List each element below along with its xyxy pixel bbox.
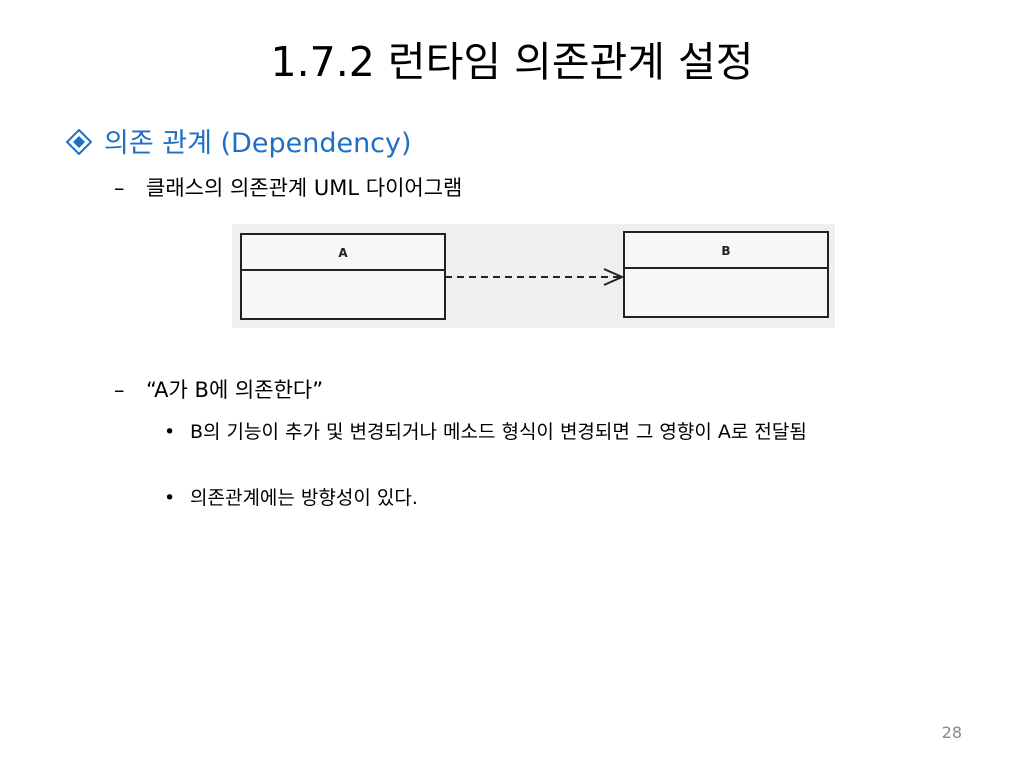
diamond-bullet-icon xyxy=(65,124,104,164)
dash-marker: – xyxy=(114,176,125,200)
dot-marker: • xyxy=(164,487,176,509)
sub-item-text: 클래스의 의존관계 UML 다이어그램 xyxy=(146,176,463,200)
class-a-label: A xyxy=(338,246,348,260)
sub-item-text: “A가 B에 의존한다” xyxy=(146,378,324,402)
heading-text: 의존 관계 (Dependency) xyxy=(104,128,412,159)
page-number: 28 xyxy=(941,723,962,742)
class-a-box xyxy=(240,233,446,320)
slide-title: 1.7.2 런타임 의존관계 설정 xyxy=(270,38,754,86)
sub-item-uml: –클래스의 의존관계 UML 다이어그램 xyxy=(114,170,462,206)
detail-text: B의 기능이 추가 및 변경되거나 메소드 형식이 변경되면 그 영향이 A로 … xyxy=(190,421,807,443)
class-b-label: B xyxy=(721,244,730,258)
detail-bullet-direction: • 의존관계에는 방향성이 있다. xyxy=(164,484,964,512)
dot-marker: • xyxy=(164,421,176,443)
uml-dependency-diagram: A B xyxy=(232,224,835,328)
heading-bullet: 의존 관계 (Dependency) xyxy=(65,124,412,164)
dependency-arrow-icon xyxy=(445,268,625,286)
detail-text: 의존관계에는 방향성이 있다. xyxy=(190,487,418,509)
dash-marker: – xyxy=(114,378,125,402)
sub-item-depends: –“A가 B에 의존한다” xyxy=(114,372,323,408)
detail-bullet-change-propagation: • B의 기능이 추가 및 변경되거나 메소드 형식이 변경되면 그 영향이 A… xyxy=(164,418,964,446)
class-b-box xyxy=(623,231,829,318)
